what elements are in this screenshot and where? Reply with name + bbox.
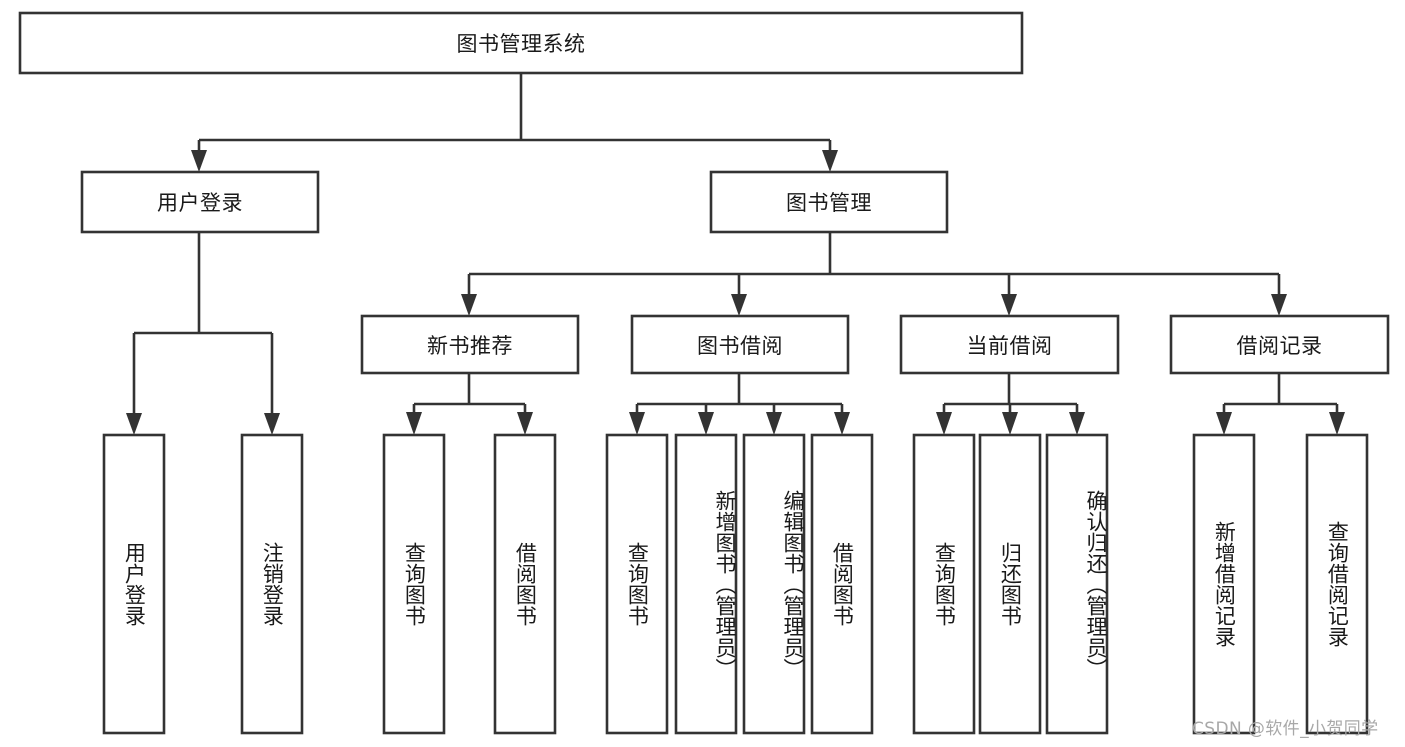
arrowhead-l13: [1329, 412, 1345, 435]
arrowhead-l1: [126, 413, 142, 435]
node-box-user-login[interactable]: [80, 170, 320, 234]
arrowhead-l5: [629, 412, 645, 435]
arrowhead-n2: [822, 150, 838, 172]
arrowhead-n2d: [1271, 294, 1287, 316]
arrowhead-n2a: [461, 294, 477, 316]
node-box-current-borrow[interactable]: [899, 314, 1120, 375]
node-box-new-book-recommend[interactable]: [360, 314, 580, 375]
arrowhead-l7: [766, 412, 782, 435]
leaf-box-user-login[interactable]: [102, 433, 166, 735]
leaf-box-query-book-current[interactable]: [912, 433, 976, 735]
node-box-book-management[interactable]: [709, 170, 949, 234]
arrowhead-l3: [406, 412, 422, 435]
arrowhead-l11: [1069, 412, 1085, 435]
arrowhead-l8: [834, 412, 850, 435]
leaf-box-edit-book-admin[interactable]: [742, 433, 806, 735]
node-box-book-borrow[interactable]: [630, 314, 850, 375]
leaf-box-return-book[interactable]: [978, 433, 1042, 735]
leaf-box-confirm-return-admin[interactable]: [1045, 433, 1109, 735]
leaf-box-borrow-book-rec[interactable]: [493, 433, 557, 735]
arrowhead-l10: [1002, 412, 1018, 435]
leaf-box-add-book-admin[interactable]: [674, 433, 738, 735]
leaf-box-query-borrow-record[interactable]: [1305, 433, 1369, 735]
arrowhead-n2b: [731, 294, 747, 316]
arrowhead-l2: [264, 413, 280, 435]
arrowhead-l4: [517, 412, 533, 435]
node-box-borrow-record[interactable]: [1169, 314, 1390, 375]
leaf-box-add-borrow-record[interactable]: [1192, 433, 1256, 735]
leaf-box-logout[interactable]: [240, 433, 304, 735]
csdn-watermark: CSDN @软件_小贺同学: [1192, 719, 1379, 739]
arrowhead-l12: [1216, 412, 1232, 435]
nodes-layer: [18, 11, 1390, 735]
arrowhead-l9: [936, 412, 952, 435]
leaf-box-query-book-rec[interactable]: [382, 433, 446, 735]
arrowhead-n2c: [1001, 294, 1017, 316]
arrowhead-l6: [698, 412, 714, 435]
arrowhead-n1: [191, 150, 207, 172]
edges-layer: [126, 73, 1345, 435]
leaf-box-query-book-borrow[interactable]: [605, 433, 669, 735]
node-box-root[interactable]: [18, 11, 1024, 75]
leaf-box-borrow-book[interactable]: [810, 433, 874, 735]
